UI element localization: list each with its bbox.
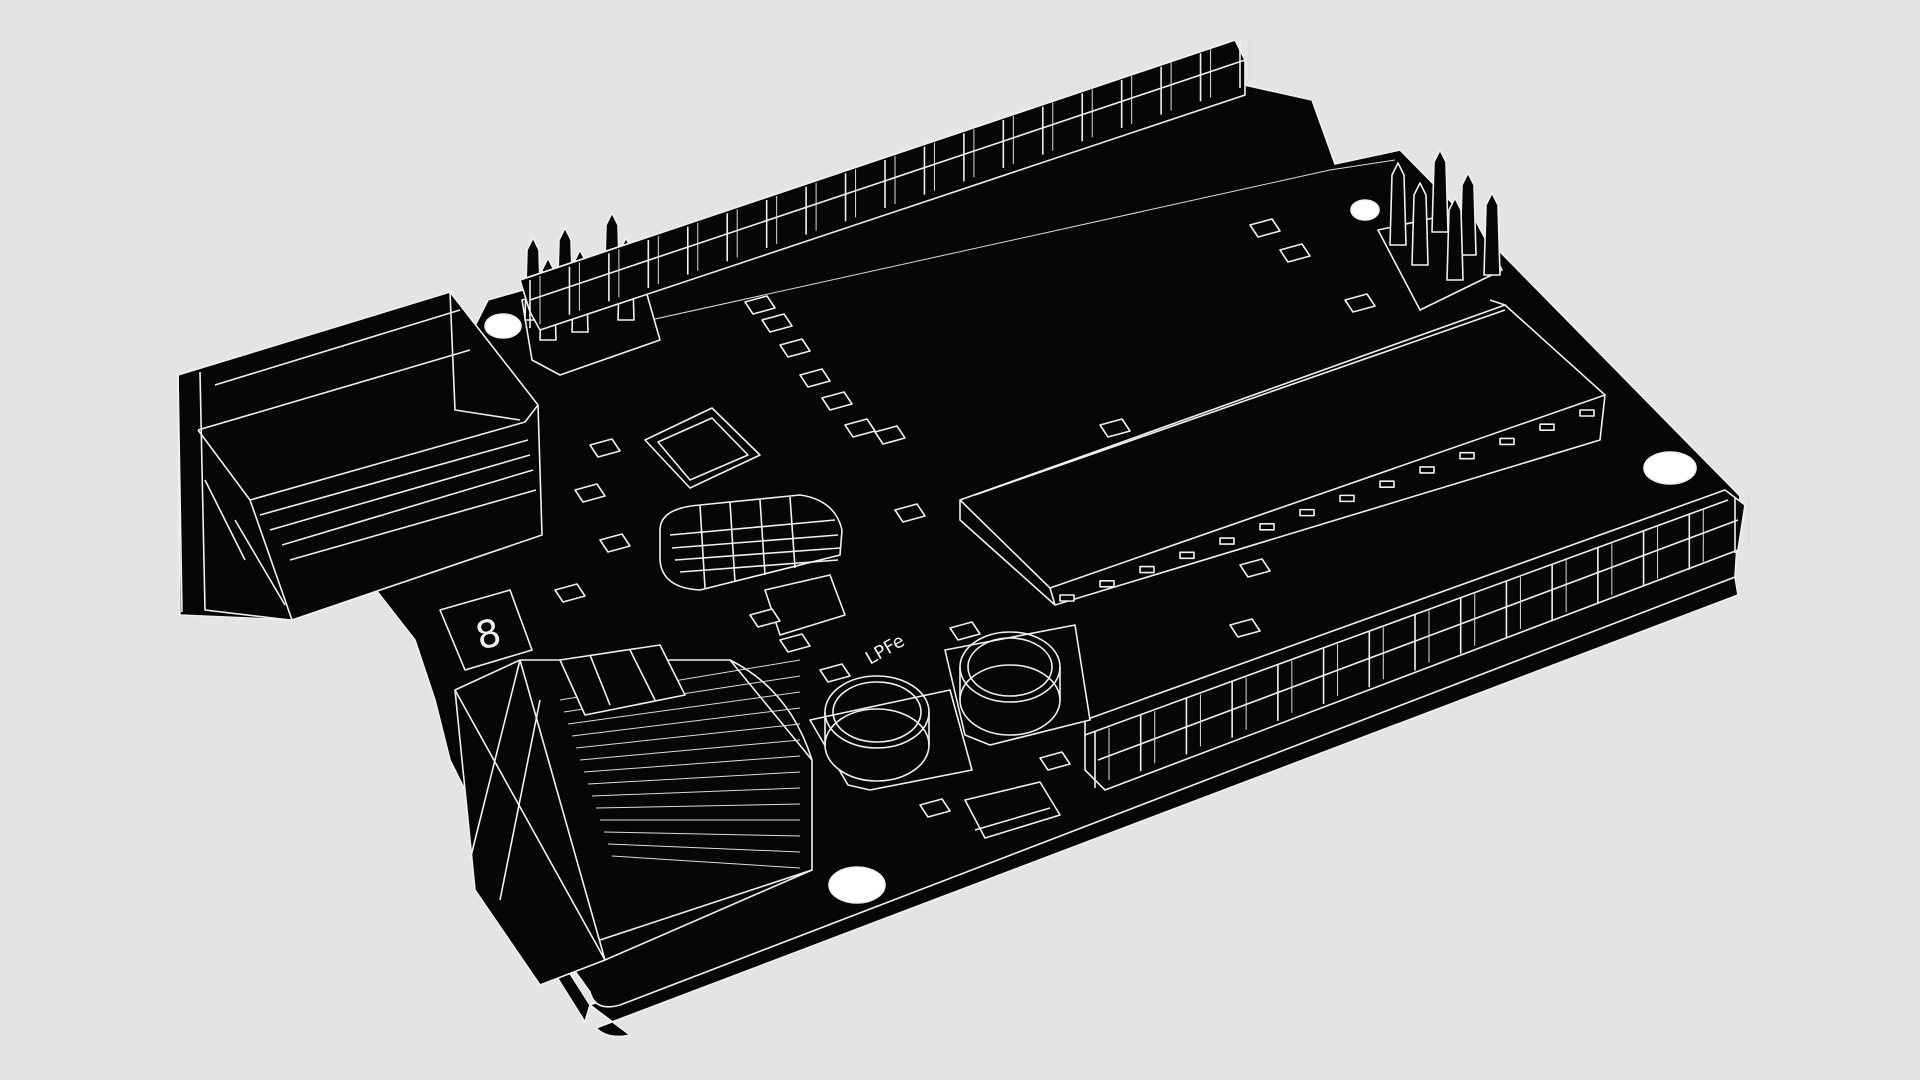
mounting-holes <box>484 199 1697 904</box>
smd-resistor <box>779 338 811 358</box>
dip-pin <box>1459 451 1475 460</box>
digital-header-top <box>519 36 1251 331</box>
smd-resistor <box>599 533 631 553</box>
power-ic <box>559 644 686 716</box>
smd-resistor <box>589 438 621 458</box>
dip-pin <box>1379 480 1395 488</box>
dip-pin <box>1099 579 1115 588</box>
usb-b-connector <box>177 291 543 621</box>
smd-resistor <box>1344 293 1376 313</box>
dip-pin <box>1499 437 1515 446</box>
atmega-dip-chip <box>959 299 1606 606</box>
dip-pin <box>1139 565 1155 574</box>
header-pin <box>1459 172 1477 256</box>
smd-resistor <box>779 633 811 653</box>
dip-pin <box>1059 594 1075 602</box>
header-pin <box>1411 182 1429 266</box>
smd-components <box>554 218 1376 818</box>
capacitor-left <box>809 675 973 791</box>
smd-resistor <box>844 418 876 438</box>
smd-resistor <box>894 503 926 523</box>
smd-resistor <box>749 608 781 628</box>
smd-resistor <box>1229 618 1261 638</box>
smd-resistor <box>821 391 853 411</box>
smd-resistor <box>1249 218 1281 238</box>
capacitor-right <box>944 624 1091 746</box>
header-pin <box>1389 162 1407 246</box>
smd-resistor <box>1239 558 1271 578</box>
dip-pin <box>1339 494 1355 503</box>
dip-pin <box>1579 409 1595 417</box>
smd-resistor <box>799 368 831 388</box>
crystal-oscillator <box>659 494 843 591</box>
dip-pin <box>1419 466 1435 474</box>
smd-resistor <box>574 483 606 503</box>
dip-pin <box>1179 551 1195 560</box>
dip-pin <box>1539 423 1555 432</box>
smd-resistor <box>1099 418 1131 438</box>
power-analog-header <box>1084 489 1750 791</box>
smd-resistor <box>949 621 981 641</box>
smd-resistor <box>919 798 951 818</box>
polyfuse: 8 <box>439 589 533 671</box>
header-pin <box>1431 149 1449 233</box>
smd-resistor <box>1039 751 1071 771</box>
diode <box>964 781 1061 839</box>
dip-pin <box>1259 523 1275 531</box>
smd-resistor <box>1279 243 1311 263</box>
smd-resistor <box>819 663 851 683</box>
header-pin <box>1446 197 1464 281</box>
smd-resistor <box>761 313 793 333</box>
smd-resistor <box>554 583 586 603</box>
smd-resistor <box>744 295 776 315</box>
header-pin <box>1483 192 1501 276</box>
dip-pin <box>1219 537 1235 545</box>
icsp-header-right <box>1377 149 1503 311</box>
dip-pin <box>1299 508 1315 517</box>
usb-interface-chip <box>644 407 761 489</box>
smd-resistor <box>874 425 906 445</box>
